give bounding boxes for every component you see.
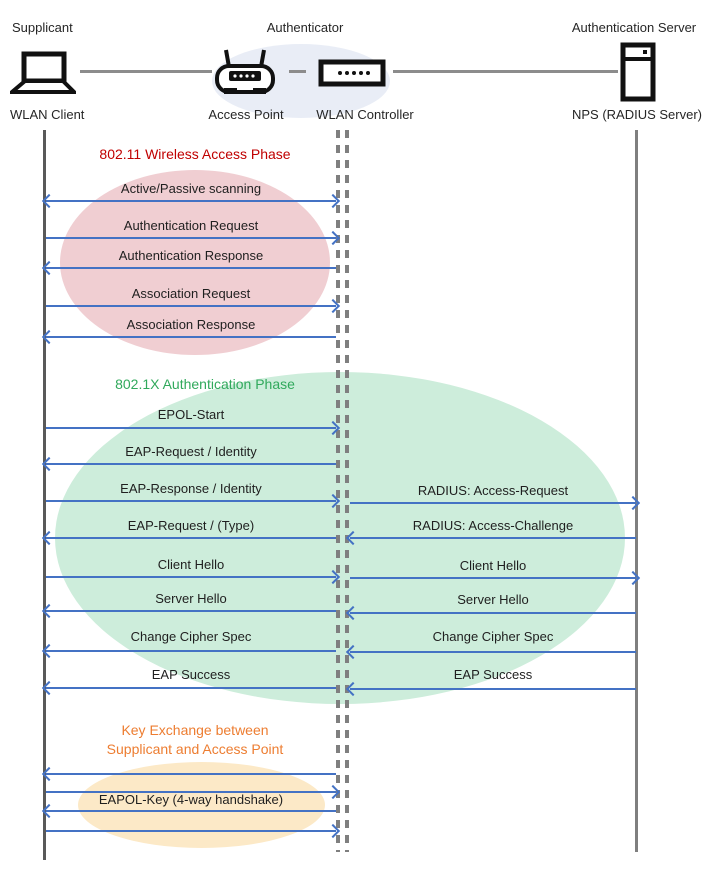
arrow-eap-response-identity [46, 500, 336, 502]
msg-association-request: Association Request [131, 286, 251, 301]
msg-radius-access-request: RADIUS: Access-Request [417, 483, 569, 498]
role-authentication-server: Authentication Server [571, 20, 697, 35]
msg-epol-start: EPOL-Start [157, 407, 225, 422]
phase-title-key-exchange-line2: Supplicant and Access Point [106, 741, 284, 757]
role-authenticator: Authenticator [266, 20, 344, 35]
msg-eap-response-identity: EAP-Response / Identity [120, 481, 262, 496]
laptop-icon [6, 50, 79, 101]
lifeline-wlan-client [43, 130, 46, 860]
phase-title-key-exchange: Key Exchange between Supplicant and Acce… [45, 721, 345, 759]
arrow-eapol-key-2 [46, 791, 336, 793]
arrow-eap-request-identity [46, 463, 336, 465]
arrow-association-request [46, 305, 336, 307]
arrow-association-response [46, 336, 336, 338]
msg-server-hello-right: Server Hello [457, 592, 529, 607]
link-client-ap [80, 70, 212, 73]
lifeline-controller-dashed-2 [345, 130, 349, 852]
msg-change-cipher-spec-left: Change Cipher Spec [130, 629, 252, 644]
arrow-server-hello-right [350, 612, 636, 614]
arrow-server-hello-left [46, 610, 336, 612]
link-ap-controller [289, 70, 306, 73]
arrow-client-hello-right [350, 577, 636, 579]
role-supplicant: Supplicant [12, 20, 73, 35]
msg-eap-success-right: EAP Success [453, 667, 533, 682]
label-wlan-client: WLAN Client [10, 107, 85, 122]
arrow-eapol-key-4 [46, 830, 336, 832]
phase-title-8021x: 802.1X Authentication Phase [115, 376, 295, 392]
msg-eapol-key: EAPOL-Key (4-way handshake) [98, 792, 284, 807]
label-wlan-controller: WLAN Controller [316, 107, 414, 122]
msg-eap-request-identity: EAP-Request / Identity [125, 444, 257, 459]
msg-change-cipher-spec-right: Change Cipher Spec [432, 629, 554, 644]
msg-eap-success-left: EAP Success [151, 667, 231, 682]
arrow-active-passive-scanning [46, 200, 336, 202]
arrow-eap-success-left [46, 687, 336, 689]
arrow-authentication-request [46, 237, 336, 239]
msg-authentication-response: Authentication Response [118, 248, 264, 263]
arrow-eapol-key-1 [46, 773, 336, 775]
arrow-radius-access-request [350, 502, 636, 504]
server-icon [620, 42, 656, 107]
arrow-epol-start [46, 427, 336, 429]
msg-client-hello-left: Client Hello [157, 557, 225, 572]
arrow-change-cipher-spec-right [350, 651, 636, 653]
phase-title-80211: 802.11 Wireless Access Phase [99, 146, 291, 162]
arrow-radius-access-challenge [350, 537, 636, 539]
msg-radius-access-challenge: RADIUS: Access-Challenge [412, 518, 574, 533]
lifeline-radius-server [635, 130, 638, 852]
phase-title-key-exchange-line1: Key Exchange between [121, 722, 269, 738]
arrow-authentication-response [46, 267, 336, 269]
msg-server-hello-left: Server Hello [155, 591, 227, 606]
msg-active-passive-scanning: Active/Passive scanning [120, 181, 262, 196]
phase-ellipse-key-exchange [78, 762, 325, 848]
wlan-controller-icon [318, 59, 386, 92]
arrow-eap-request-type [46, 537, 336, 539]
msg-association-response: Association Response [126, 317, 256, 332]
msg-eap-request-type: EAP-Request / (Type) [127, 518, 255, 533]
msg-client-hello-right: Client Hello [459, 558, 527, 573]
arrow-eapol-key-3 [46, 810, 336, 812]
link-controller-server [393, 70, 618, 73]
arrow-eap-success-right [350, 688, 636, 690]
arrow-change-cipher-spec-left [46, 650, 336, 652]
label-nps-radius-server: NPS (RADIUS Server) [571, 107, 703, 122]
access-point-icon [213, 47, 277, 102]
arrow-client-hello-left [46, 576, 336, 578]
msg-authentication-request: Authentication Request [123, 218, 259, 233]
label-access-point: Access Point [208, 107, 284, 122]
lifeline-controller-dashed-1 [336, 130, 340, 852]
